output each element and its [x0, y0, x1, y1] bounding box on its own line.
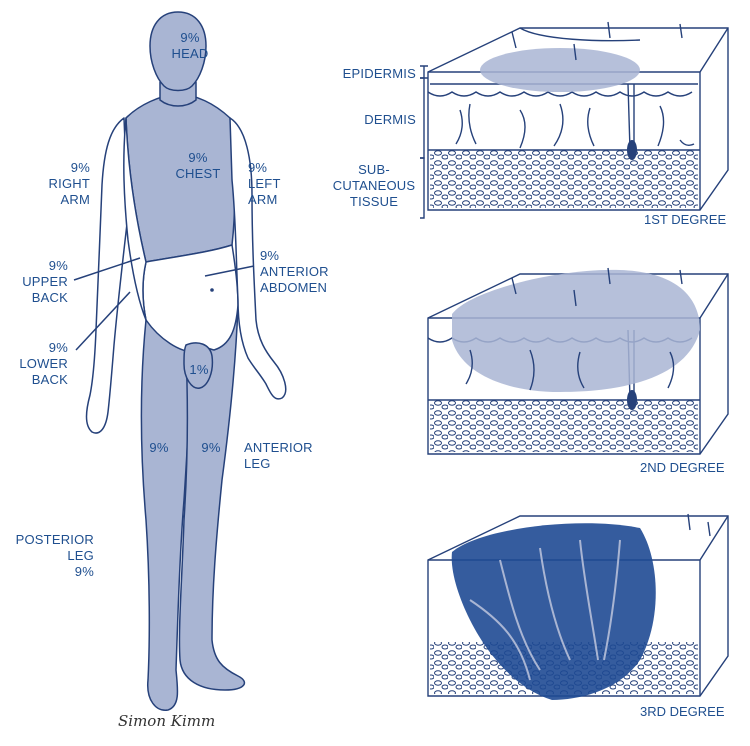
label-posterior-leg-text2: LEG [0, 548, 94, 564]
label-posterior-leg-pct: 9% [0, 564, 94, 580]
label-anterior-leg: ANTERIOR LEG [244, 440, 334, 472]
label-3rd-degree: 3RD DEGREE [640, 704, 725, 719]
skin-block-3rd [428, 514, 728, 700]
label-subcutaneous-text2: CUTANEOUS [326, 178, 422, 194]
label-left-arm-text1: LEFT [248, 176, 308, 192]
label-anterior-abdomen: 9% ANTERIOR ABDOMEN [260, 248, 360, 296]
label-right-arm: 9% RIGHT ARM [20, 160, 90, 208]
label-head-text: HEAD [160, 46, 220, 62]
label-subcutaneous: SUB- CUTANEOUS TISSUE [326, 162, 422, 210]
label-epidermis-text: EPIDERMIS [320, 66, 416, 82]
label-1st-degree: 1ST DEGREE [644, 212, 726, 227]
label-abdomen-pct: 9% [260, 248, 360, 264]
label-genital-pct: 1% [184, 362, 214, 378]
label-left-arm-pct: 9% [248, 160, 308, 176]
label-epidermis: EPIDERMIS [320, 66, 416, 82]
label-right-arm-text1: RIGHT [20, 176, 90, 192]
label-leg-right-pct: 9% [144, 440, 174, 456]
label-left-arm-text2: ARM [248, 192, 308, 208]
navel [210, 288, 214, 292]
burn-zone-1 [480, 48, 640, 92]
label-upper-back-pct: 9% [0, 258, 68, 274]
label-lower-back-text2: BACK [0, 372, 68, 388]
label-chest-pct: 9% [168, 150, 228, 166]
label-anterior-leg-text1: ANTERIOR [244, 440, 334, 456]
right-arm [87, 118, 129, 433]
label-leg-left: 9% [196, 440, 226, 456]
label-posterior-leg: POSTERIOR LEG 9% [0, 532, 94, 580]
label-lower-back: 9% LOWER BACK [0, 340, 68, 388]
label-subcutaneous-text1: SUB- [326, 162, 422, 178]
label-dermis: DERMIS [320, 112, 416, 128]
label-upper-back-text2: BACK [0, 290, 68, 306]
label-abdomen-text1: ANTERIOR [260, 264, 360, 280]
label-posterior-leg-text1: POSTERIOR [0, 532, 94, 548]
label-genital: 1% [184, 362, 214, 378]
label-right-arm-pct: 9% [20, 160, 90, 176]
label-2nd-degree: 2ND DEGREE [640, 460, 725, 475]
human-figure [74, 12, 286, 710]
label-lower-back-pct: 9% [0, 340, 68, 356]
label-abdomen-text2: ABDOMEN [260, 280, 360, 296]
label-upper-back: 9% UPPER BACK [0, 258, 68, 306]
label-chest-text: CHEST [168, 166, 228, 182]
label-leg-left-pct: 9% [196, 440, 226, 456]
artist-signature: Simon Kimm [118, 712, 215, 730]
label-right-arm-text2: ARM [20, 192, 90, 208]
label-head-pct: 9% [160, 30, 220, 46]
label-left-arm: 9% LEFT ARM [248, 160, 308, 208]
skin-block-1st [428, 22, 728, 210]
label-lower-back-text1: LOWER [0, 356, 68, 372]
label-upper-back-text1: UPPER [0, 274, 68, 290]
label-subcutaneous-text3: TISSUE [326, 194, 422, 210]
label-head: 9% HEAD [160, 30, 220, 62]
label-dermis-text: DERMIS [320, 112, 416, 128]
label-chest: 9% CHEST [168, 150, 228, 182]
label-leg-right: 9% [144, 440, 174, 456]
label-anterior-leg-text2: LEG [244, 456, 334, 472]
skin-block-2nd [428, 268, 728, 454]
